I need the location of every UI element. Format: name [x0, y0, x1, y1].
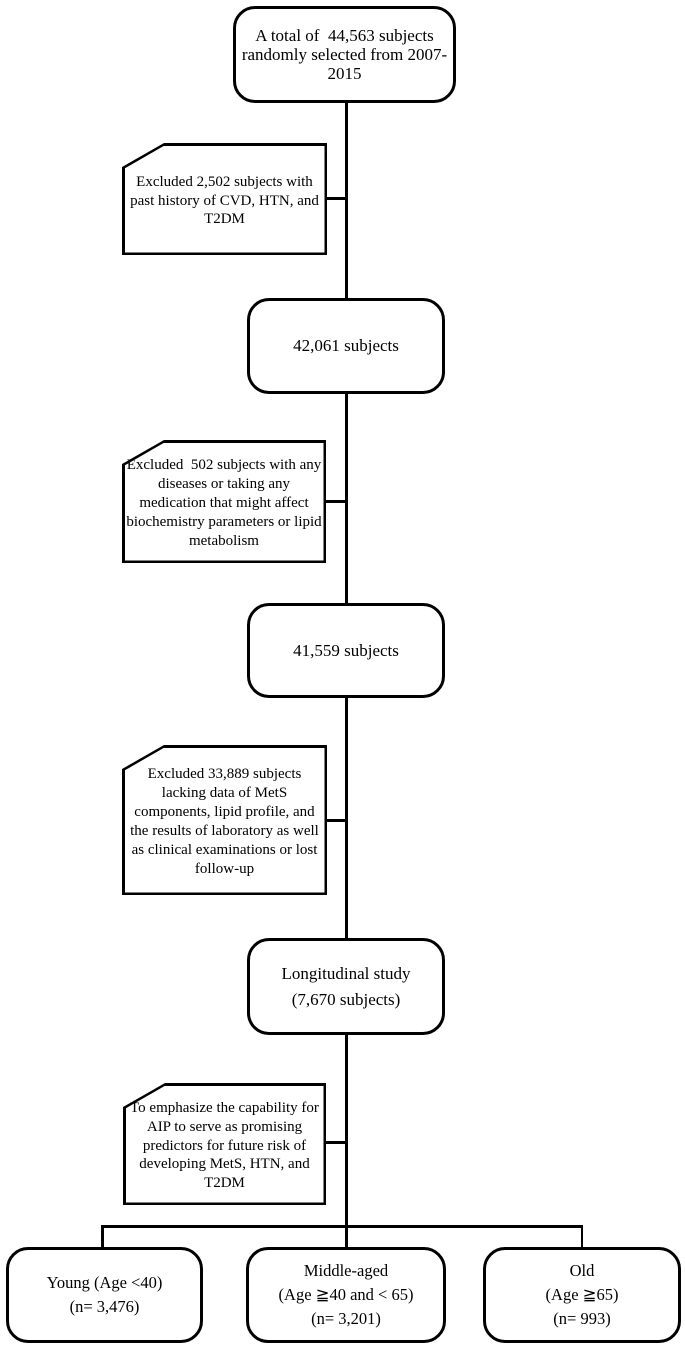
connector-exclusion-2: [324, 500, 346, 503]
box-young-group: Young (Age <40) (n= 3,476): [6, 1247, 203, 1343]
note-card-fill: [124, 145, 325, 253]
connector-purpose-note: [324, 1141, 346, 1144]
box-42061-subjects-text: 42,061 subjects: [293, 336, 399, 355]
box-middle-aged-group-text: Middle-aged (Age ≧40 and < 65) (n= 3,201…: [278, 1261, 414, 1328]
box-41559-subjects: 41,559 subjects: [247, 603, 445, 698]
note-purpose-aip-text: To emphasize the capability for AIP to s…: [130, 1099, 319, 1192]
note-exclusion-cvd-htn-t2dm: Excluded 2,502 subjects with past histor…: [122, 143, 327, 255]
note-exclusion-missing-data: Excluded 33,889 subjects lacking data of…: [122, 745, 327, 895]
branch-stub-old: [580, 1225, 583, 1248]
note-exclusion-diseases-medication: Excluded 502 subjects with any diseases …: [122, 440, 326, 563]
note-purpose-aip: To emphasize the capability for AIP to s…: [123, 1083, 326, 1205]
box-old-group: Old (Age ≧65) (n= 993): [483, 1247, 681, 1343]
box-longitudinal-study: Longitudinal study (7,670 subjects): [247, 938, 445, 1035]
note-card-fill: [124, 747, 325, 893]
box-young-group-text: Young (Age <40) (n= 3,476): [46, 1273, 163, 1316]
box-old-group-text: Old (Age ≧65) (n= 993): [545, 1261, 619, 1328]
note-exclusion-missing-data-text: Excluded 33,889 subjects lacking data of…: [130, 766, 319, 877]
connector-exclusion-3: [325, 819, 346, 822]
box-middle-aged-group: Middle-aged (Age ≧40 and < 65) (n= 3,201…: [246, 1247, 446, 1343]
branch-line: [101, 1225, 583, 1228]
box-41559-subjects-text: 41,559 subjects: [293, 640, 399, 660]
branch-stub-young: [101, 1225, 104, 1248]
box-total-subjects: A total of 44,563 subjects randomly sele…: [233, 6, 456, 103]
connector-exclusion-1: [325, 197, 346, 200]
box-total-subjects-text: A total of 44,563 subjects randomly sele…: [241, 25, 448, 84]
note-card-fill: [124, 442, 324, 561]
box-longitudinal-study-text: Longitudinal study (7,670 subjects): [281, 964, 411, 1009]
note-exclusion-diseases-medication-text: Excluded 502 subjects with any diseases …: [126, 457, 322, 549]
box-42061-subjects: 42,061 subjects: [247, 298, 445, 394]
note-exclusion-cvd-htn-t2dm-text: Excluded 2,502 subjects with past histor…: [130, 173, 319, 228]
note-card-fill: [125, 1085, 324, 1203]
